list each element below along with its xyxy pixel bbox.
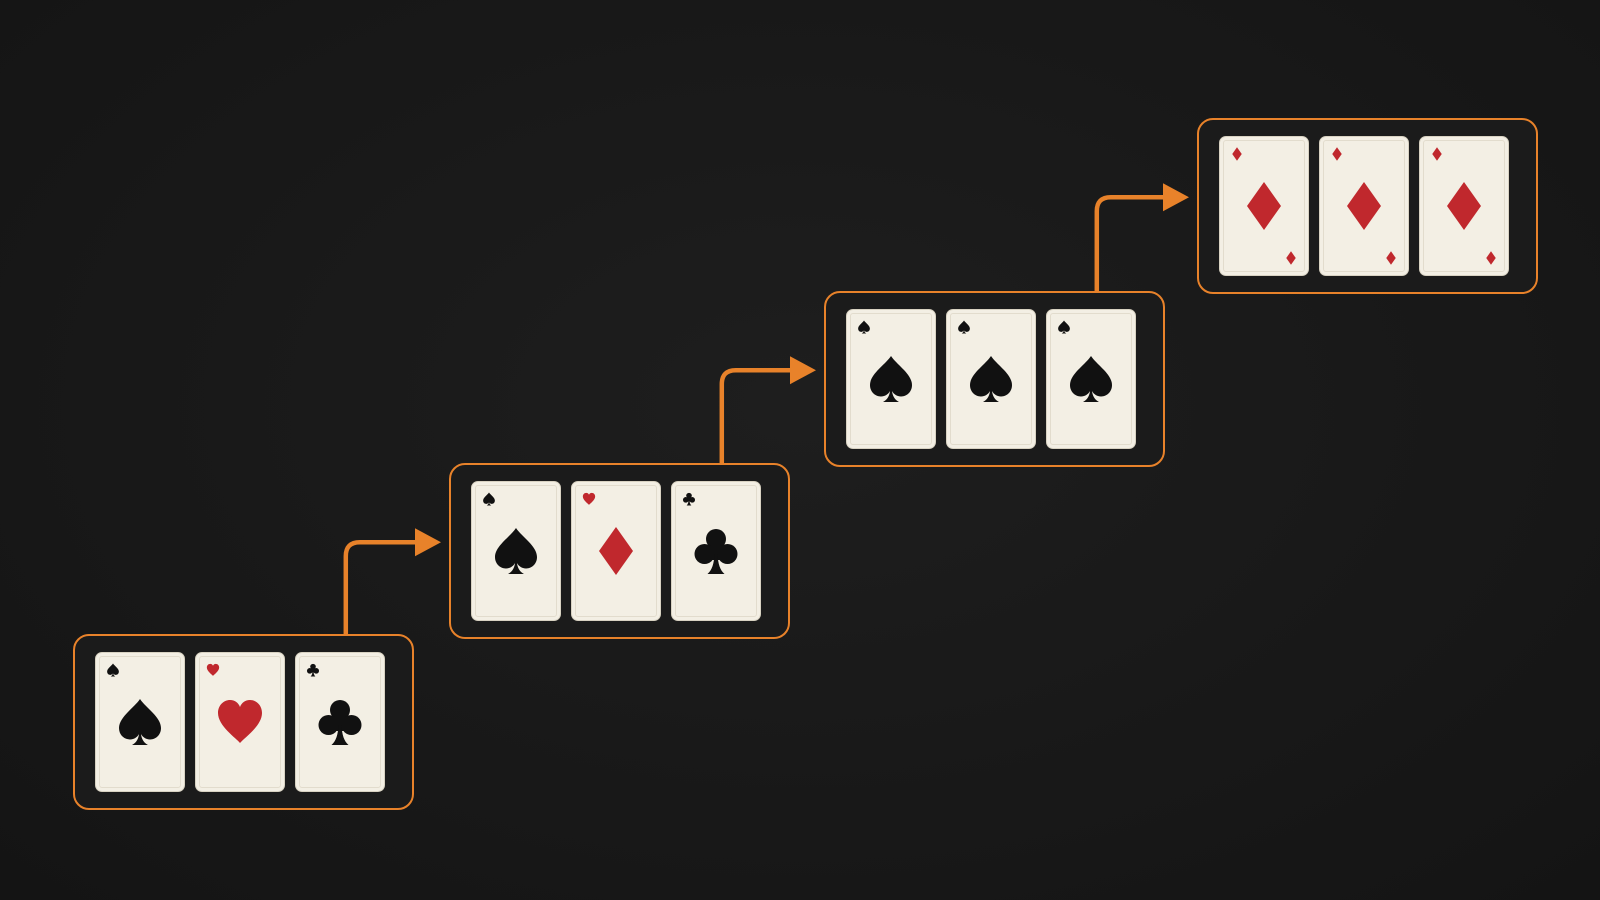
diamond-icon xyxy=(591,524,641,578)
hand-group-2 xyxy=(449,463,790,639)
hand-group-4 xyxy=(1197,118,1538,294)
playing-card xyxy=(1319,136,1409,276)
spade-icon xyxy=(966,352,1016,406)
spade-icon xyxy=(491,524,541,578)
diamond-icon xyxy=(1239,179,1289,233)
diamond-icon xyxy=(1430,147,1444,161)
arrow-icon xyxy=(415,528,441,557)
club-icon xyxy=(691,524,741,578)
hand-group-1 xyxy=(73,634,414,810)
playing-card xyxy=(1419,136,1509,276)
diamond-icon xyxy=(1384,251,1398,265)
spade-icon xyxy=(482,492,496,506)
spade-icon xyxy=(115,695,165,749)
playing-card xyxy=(295,652,385,792)
heart-icon xyxy=(582,492,596,506)
heart-icon xyxy=(206,663,220,677)
diamond-icon xyxy=(1339,179,1389,233)
playing-card xyxy=(946,309,1036,449)
diamond-icon xyxy=(1230,147,1244,161)
connector-line xyxy=(719,367,794,463)
playing-card xyxy=(1219,136,1309,276)
spade-icon xyxy=(957,320,971,334)
playing-card xyxy=(95,652,185,792)
connector-line xyxy=(1094,194,1167,291)
playing-card xyxy=(1046,309,1136,449)
arrow-icon xyxy=(790,356,816,385)
spade-icon xyxy=(866,352,916,406)
playing-card xyxy=(671,481,761,621)
club-icon xyxy=(306,663,320,677)
diamond-icon xyxy=(1330,147,1344,161)
club-icon xyxy=(682,492,696,506)
heart-icon xyxy=(215,695,265,749)
spade-icon xyxy=(1066,352,1116,406)
hand-group-3 xyxy=(824,291,1165,467)
spade-icon xyxy=(857,320,871,334)
club-icon xyxy=(315,695,365,749)
connector-line xyxy=(343,539,419,634)
playing-card xyxy=(471,481,561,621)
diamond-icon xyxy=(1439,179,1489,233)
playing-card xyxy=(571,481,661,621)
diamond-icon xyxy=(1284,251,1298,265)
diamond-icon xyxy=(1484,251,1498,265)
spade-icon xyxy=(1057,320,1071,334)
arrow-icon xyxy=(1163,183,1189,212)
playing-card xyxy=(846,309,936,449)
playing-card xyxy=(195,652,285,792)
spade-icon xyxy=(106,663,120,677)
